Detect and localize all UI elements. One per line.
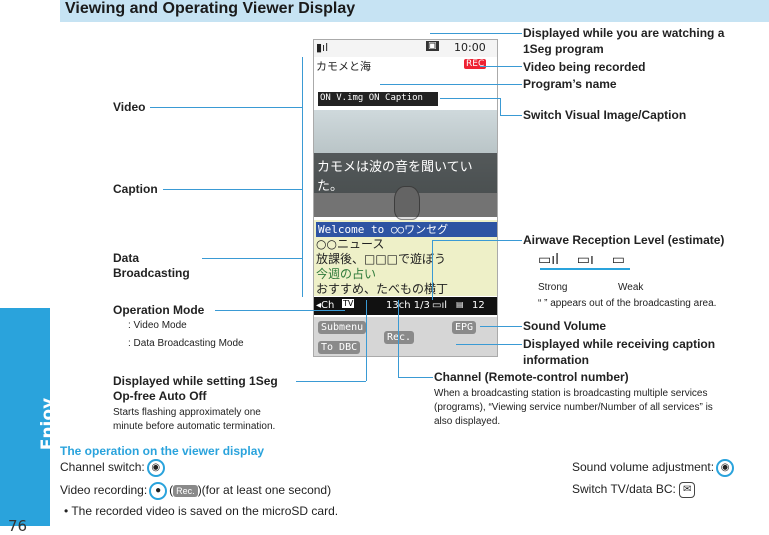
mode-bar[interactable]: ON V.img ON Caption (318, 92, 438, 106)
data-line-4: おすすめ、たべもの横丁 (316, 282, 449, 296)
page-title-bar: Viewing and Operating Viewer Display (60, 0, 769, 22)
center-key-icon: ● (149, 482, 168, 500)
label-broadcasting: Broadcasting (113, 266, 190, 280)
rec-key-icon: Rec. (173, 485, 198, 497)
ch-icon: ◂Ch (316, 300, 335, 311)
1seg-icon: ▣ (426, 41, 439, 51)
label-channel-d3: also displayed. (434, 416, 501, 427)
label-caption: Caption (113, 182, 158, 196)
label-weak: Weak (618, 282, 644, 293)
data-line-3: 今週の占い (316, 267, 377, 281)
signal-icon: ▮ıl (316, 41, 329, 54)
nav-key-icon: ◉ (146, 459, 165, 477)
label-data-mode: : Data Broadcasting Mode (128, 338, 244, 349)
soft-key-bar: Submenu To DBC Rec. EPG (314, 317, 497, 356)
data-line-0: Welcome to ○○ワンセグ (316, 222, 497, 237)
label-airwave: Airwave Reception Level (estimate) (523, 233, 725, 247)
data-line-2: 放課後、□□□で遊ぼう (316, 252, 447, 266)
nav-key-icon: ◉ (716, 459, 735, 477)
antenna-icon: ▭ıl (432, 300, 448, 311)
rec-badge: REC (464, 59, 487, 69)
label-offtimer-3: Starts flashing approximately one (113, 407, 261, 418)
label-information: information (523, 353, 589, 367)
data-line-1: ○○ニュース (316, 237, 385, 251)
label-channel-d2: (programs), “Viewing service number/Numb… (434, 402, 713, 413)
data-broadcast-area[interactable]: Welcome to ○○ワンセグ ○○ニュース 放課後、□□□で遊ぼう 今週の… (314, 220, 497, 296)
channel-number: 13ch 1/3 (386, 300, 430, 311)
label-offtimer-1: Displayed while setting 1Seg (113, 374, 278, 388)
op-video-recording: Video recording:●(Rec.)(for at least one… (60, 482, 331, 500)
label-data: Data (113, 251, 140, 265)
rec-button[interactable]: Rec. (384, 331, 415, 344)
strength-arrow (540, 268, 630, 270)
mail-key-icon: ✉ (679, 482, 696, 498)
info-bar: ◂Ch TV 13ch 1/3 ▭ıl ▤ 12 (314, 297, 497, 315)
submenu-button[interactable]: Submenu (318, 321, 367, 334)
label-channel: Channel (Remote-control number) (434, 370, 629, 384)
op-sound-adjust: Sound volume adjustment:◉ (572, 459, 736, 477)
label-video: Video (113, 100, 146, 114)
reception-icons: ▭ıl ▭ı ▭ (538, 252, 625, 268)
to-dbc-button[interactable]: To DBC (318, 341, 361, 354)
page-number: 76 (8, 517, 28, 535)
label-program-name: Program’s name (523, 77, 617, 91)
clock: 10:00 (454, 41, 486, 54)
side-tab: Enjoy (0, 308, 58, 526)
label-receiving-caption: Displayed while receiving caption (523, 337, 716, 351)
label-offtimer-2: Op-free Auto Off (113, 389, 207, 403)
label-switch: Switch Visual Image/Caption (523, 108, 687, 122)
caption-area: カモメは波の音を聞いていた。 (314, 153, 497, 217)
label-recorded: Video being recorded (523, 60, 646, 74)
volume-level: 12 (472, 300, 485, 311)
epg-button[interactable]: EPG (452, 321, 477, 334)
side-tab-label: Enjoy (38, 397, 59, 451)
label-out-area: “ ” appears out of the broadcasting area… (538, 298, 717, 309)
phone-screen: ▮ıl ▣ 10:00 カモメと海 REC ON V.img ON Captio… (313, 39, 498, 357)
op-channel-switch: Channel switch:◉ (60, 459, 167, 477)
label-video-mode: : Video Mode (128, 320, 187, 331)
op-switch-tv: Switch TV/data BC: ✉ (572, 482, 696, 498)
op-note: • The recorded video is saved on the mic… (64, 504, 339, 518)
label-strong: Strong (538, 282, 568, 293)
label-offtimer-4: minute before automatic termination. (113, 421, 276, 432)
label-sound-volume: Sound Volume (523, 319, 607, 333)
caption-icon: ▤ (456, 300, 464, 309)
label-watching: Displayed while you are watching a (523, 26, 725, 40)
label-channel-d1: When a broadcasting station is broadcast… (434, 388, 708, 399)
operations-heading: The operation on the viewer display (60, 444, 265, 458)
label-watching-2: 1Seg program (523, 42, 604, 56)
program-name: カモメと海 (316, 60, 371, 73)
operation-mode-icon: TV (342, 299, 355, 308)
page-title: Viewing and Operating Viewer Display (65, 0, 356, 17)
label-operation-mode: Operation Mode (113, 303, 205, 317)
status-bar: ▮ıl ▣ 10:00 (314, 40, 497, 57)
